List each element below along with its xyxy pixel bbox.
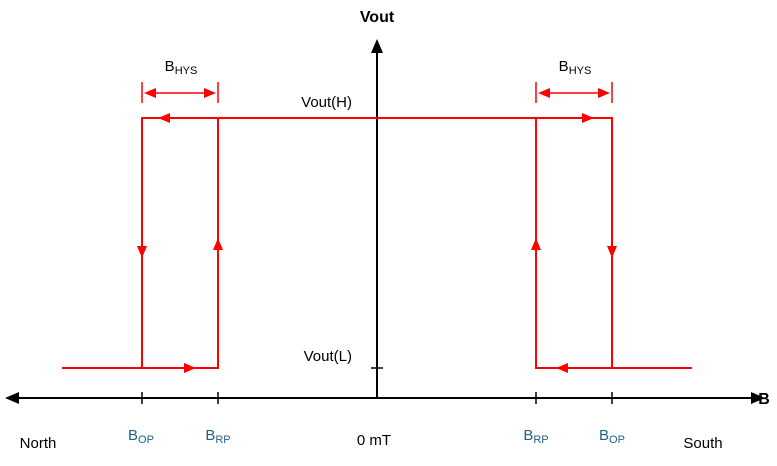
vout-low-label: Vout(L)	[304, 348, 352, 365]
bop-left-label-sub: OP	[138, 434, 154, 446]
arrow-bottom-left-rightward-icon	[184, 363, 196, 373]
vout-high-label: Vout(H)	[301, 94, 352, 111]
bop-left-label-base: B	[128, 427, 138, 444]
b-axis-arrow-left-icon	[5, 392, 19, 404]
hys-label-right-base: B	[559, 58, 569, 75]
arrow-top-rightward-icon	[582, 113, 594, 123]
b-axis-arrow-right-icon	[751, 392, 765, 404]
south-label: South	[683, 435, 722, 452]
y-axis-title: Vout	[360, 9, 395, 26]
vout-axis-arrow-icon	[371, 39, 383, 53]
origin-label: 0 mT	[357, 432, 391, 449]
bop-right-label-sub: OP	[609, 434, 625, 446]
north-label: North	[20, 435, 57, 452]
brp-left-label-base: B	[205, 427, 215, 444]
hys-right-arrow-left-icon	[538, 88, 550, 98]
x-axis-label: B	[758, 391, 770, 408]
curve-right-release-and-bottom	[535, 118, 692, 369]
brp-left-label-sub: RP	[215, 434, 230, 446]
arrow-bottom-right-leftward-icon	[556, 363, 568, 373]
hys-label-left-base: B	[165, 58, 175, 75]
brp-right-label-base: B	[523, 427, 533, 444]
curve-top-and-operate-verticals	[141, 117, 613, 368]
arrow-right-outer-down-icon	[607, 246, 617, 258]
hys-label-right: BHYS	[559, 58, 592, 77]
hys-label-left-sub: HYS	[175, 65, 198, 77]
arrow-left-inner-up-icon	[213, 238, 223, 250]
brp-left-label: BRP	[205, 427, 230, 446]
bop-right-label-base: B	[599, 427, 609, 444]
arrow-top-leftward-icon	[158, 113, 170, 123]
hys-left-arrow-left-icon	[144, 88, 156, 98]
arrow-left-outer-down-icon	[137, 246, 147, 258]
hys-label-left: BHYS	[165, 58, 198, 77]
arrow-right-inner-up-icon	[531, 238, 541, 250]
hys-label-right-sub: HYS	[569, 65, 592, 77]
brp-right-label: BRP	[523, 427, 548, 446]
hys-left-arrow-right-icon	[204, 88, 216, 98]
hys-right-arrow-right-icon	[598, 88, 610, 98]
brp-right-label-sub: RP	[533, 434, 548, 446]
bop-right-label: BOP	[599, 427, 625, 446]
bop-left-label: BOP	[128, 427, 154, 446]
curve-left-bottom-and-release	[62, 118, 219, 369]
